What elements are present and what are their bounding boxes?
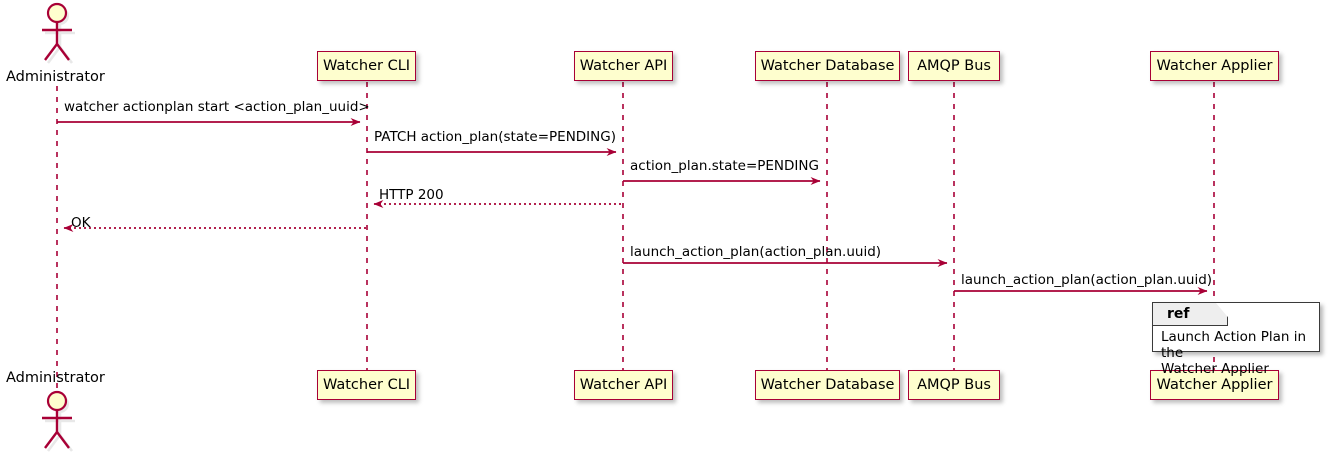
ref-fragment-text-line-1: Launch Action Plan in the <box>1161 329 1307 361</box>
participant-footer-box-amqp-bus[interactable]: AMQP Bus <box>908 370 1000 400</box>
participant-box-watcher-api[interactable]: Watcher API <box>574 51 673 81</box>
participant-footer-label-watcher-api: Watcher API <box>579 376 668 393</box>
participant-footer-box-watcher-applier[interactable]: Watcher Applier <box>1150 370 1279 400</box>
message-label-7: launch_action_plan(action_plan.uuid) <box>961 272 1213 288</box>
ref-fragment-tab-label: ref <box>1167 306 1190 322</box>
actor-label-administrator-footer: Administrator <box>6 370 105 386</box>
lifeline-group <box>56 82 1215 392</box>
participant-box-watcher-cli[interactable]: Watcher CLI <box>317 51 416 81</box>
participant-label-watcher-api: Watcher API <box>579 57 668 74</box>
participant-footer-box-watcher-database[interactable]: Watcher Database <box>755 370 900 400</box>
ref-fragment-tab <box>1153 303 1228 326</box>
participant-footer-label-watcher-database: Watcher Database <box>760 376 895 393</box>
message-label-6: launch_action_plan(action_plan.uuid) <box>630 244 882 260</box>
participant-box-watcher-applier[interactable]: Watcher Applier <box>1150 51 1279 81</box>
participant-footer-box-watcher-api[interactable]: Watcher API <box>574 370 673 400</box>
participant-footer-label-amqp-bus: AMQP Bus <box>917 376 991 393</box>
participant-box-watcher-database[interactable]: Watcher Database <box>755 51 900 81</box>
message-arrow-group <box>57 118 1208 295</box>
participant-box-amqp-bus[interactable]: AMQP Bus <box>908 51 1000 81</box>
participant-footer-box-watcher-cli[interactable]: Watcher CLI <box>317 370 416 400</box>
participant-footer-label-watcher-applier: Watcher Applier <box>1156 376 1273 393</box>
participant-label-watcher-applier: Watcher Applier <box>1156 57 1273 74</box>
participant-label-watcher-database: Watcher Database <box>760 57 895 74</box>
ref-fragment-body: Launch Action Plan in the Watcher Applie… <box>1161 329 1315 377</box>
actor-label-administrator-header: Administrator <box>6 69 105 85</box>
message-label-1: watcher actionplan start <action_plan_uu… <box>64 99 370 115</box>
ref-fragment-text-line-2: Watcher Applier <box>1161 361 1269 377</box>
message-label-2: PATCH action_plan(state=PENDING) <box>374 129 616 145</box>
message-label-3: action_plan.state=PENDING <box>630 158 819 174</box>
message-label-4: HTTP 200 <box>379 187 444 203</box>
ref-fragment-launch-action-plan[interactable]: ref Launch Action Plan in the Watcher Ap… <box>1152 302 1320 377</box>
message-label-5: OK <box>71 215 91 231</box>
actor-glyph-administrator-footer <box>42 390 75 452</box>
participant-label-watcher-cli: Watcher CLI <box>322 57 411 74</box>
participant-footer-label-watcher-cli: Watcher CLI <box>322 376 411 393</box>
actor-glyph-administrator-header <box>42 2 75 64</box>
participant-label-amqp-bus: AMQP Bus <box>917 57 991 74</box>
